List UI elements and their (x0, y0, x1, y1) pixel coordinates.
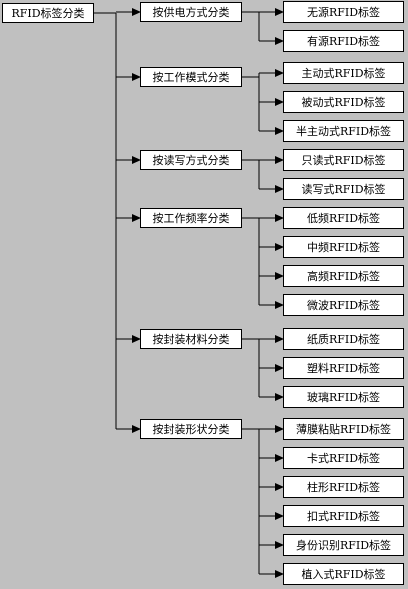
tag-type-node: 被动式RFID标签 (283, 91, 404, 113)
root-node: RFID标签分类 (2, 3, 94, 23)
tag-type-node: 半主动式RFID标签 (283, 120, 404, 142)
tag-type-node: 高频RFID标签 (283, 265, 404, 287)
tag-type-node: 玻璃RFID标签 (283, 386, 404, 408)
tag-type-node: 低频RFID标签 (283, 207, 404, 229)
tag-type-node: 有源RFID标签 (283, 30, 404, 52)
category-node: 按封装材料分类 (140, 329, 242, 349)
tag-type-node: 中频RFID标签 (283, 236, 404, 258)
tag-type-node: 读写式RFID标签 (283, 178, 404, 200)
tag-type-node: 薄膜粘贴RFID标签 (283, 418, 404, 440)
tag-type-node: 纸质RFID标签 (283, 328, 404, 350)
tag-type-node: 柱形RFID标签 (283, 476, 404, 498)
tag-type-node: 无源RFID标签 (283, 1, 404, 23)
category-node: 按供电方式分类 (140, 2, 242, 22)
tag-type-node: 卡式RFID标签 (283, 447, 404, 469)
tag-type-node: 身份识别RFID标签 (283, 534, 404, 556)
tag-type-node: 微波RFID标签 (283, 294, 404, 316)
category-node: 按封装形状分类 (140, 419, 242, 439)
tag-type-node: 塑料RFID标签 (283, 357, 404, 379)
category-node: 按工作频率分类 (140, 208, 242, 228)
tag-type-node: 只读式RFID标签 (283, 149, 404, 171)
category-node: 按读写方式分类 (140, 150, 242, 170)
tag-type-node: 主动式RFID标签 (283, 62, 404, 84)
category-node: 按工作模式分类 (140, 67, 242, 87)
tag-type-node: 扣式RFID标签 (283, 505, 404, 527)
tag-type-node: 植入式RFID标签 (283, 563, 404, 585)
